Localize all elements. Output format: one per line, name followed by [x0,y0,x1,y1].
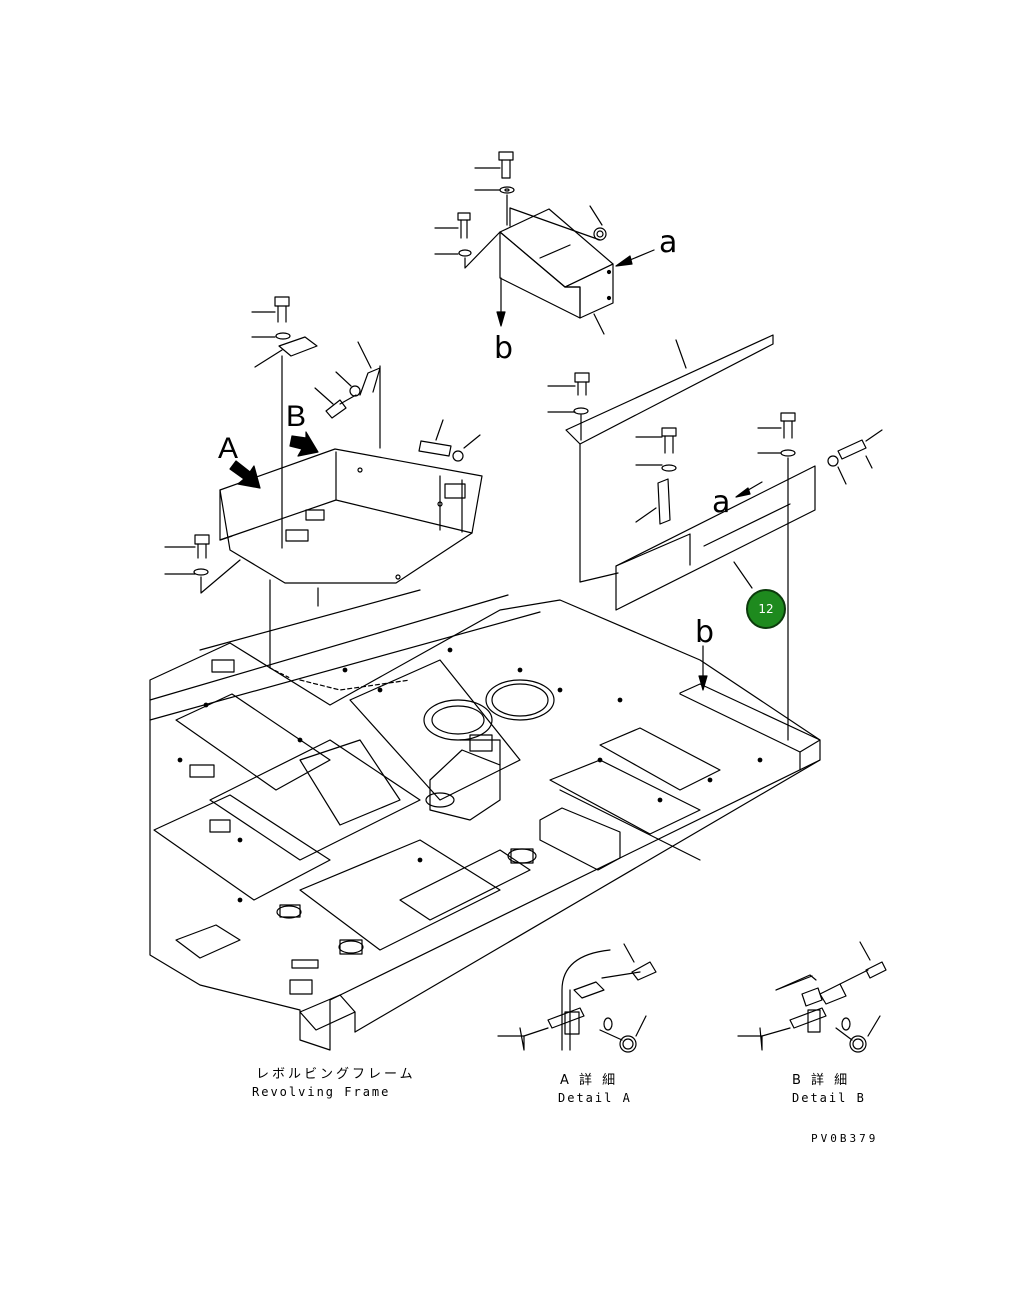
label-arrow-b: B [286,400,307,433]
caption-detail-b-en: Detail B [792,1091,866,1105]
caption-detail-b-jp: B 詳 細 [792,1073,851,1088]
caption-detail-a-jp: A 詳 細 [560,1073,619,1088]
drawing-code: PV0B379 [811,1132,879,1145]
label-a-mid: a [712,485,731,520]
label-b-top: b [494,331,514,366]
caption-detail-a-en: Detail A [558,1091,632,1105]
right-panels [547,334,883,741]
left-bracket-cover [164,296,483,669]
top-cover-box [434,151,655,335]
label-a-top: a [659,225,678,260]
caption-frame-en: Revolving Frame [252,1085,391,1099]
caption-frame-jp: レボルビングフレーム [256,1067,416,1082]
callout-marker-12[interactable]: 12 [746,589,786,629]
revolving-frame [149,589,821,1051]
detail-a-drawing [497,943,657,1053]
detail-b-drawing [737,941,887,1053]
label-arrow-a: A [218,432,239,465]
label-b-mid: b [695,615,715,650]
